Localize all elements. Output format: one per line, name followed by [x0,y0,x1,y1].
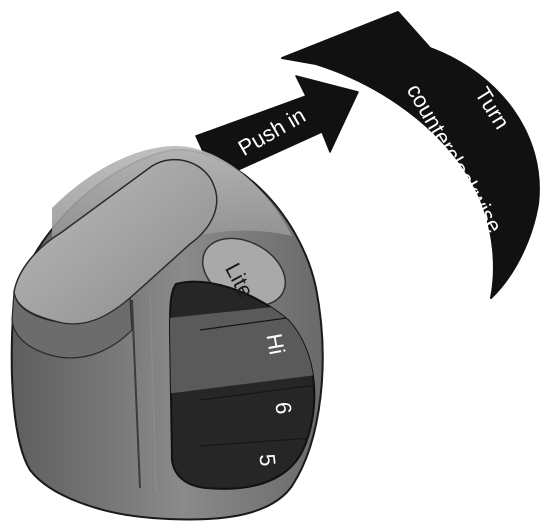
knob-groove-1 [131,299,141,489]
knob-groove-2 [149,289,157,493]
dial-label-5: 5 [254,453,280,468]
dial-label-hi: Hi [261,332,289,357]
curved-arrow-icon [281,11,540,299]
dial-label-6: 6 [270,401,296,416]
turn-arrow-group: Turn counterclockwise [281,11,540,299]
knob-handle-front [11,291,133,359]
control-knob-icon: Lite Hi 6 5 [10,146,324,521]
